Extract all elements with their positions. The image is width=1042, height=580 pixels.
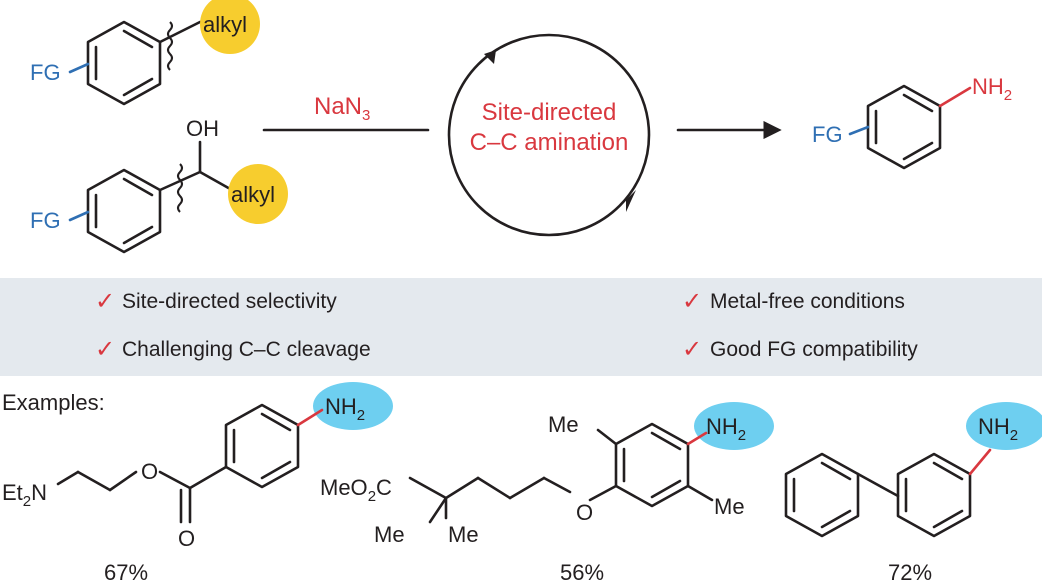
- fg-label: FG: [30, 208, 61, 233]
- feature-text: Site-directed selectivity: [122, 290, 337, 313]
- check-icon: ✓: [682, 336, 702, 363]
- carbonyl-oxygen-label: O: [178, 526, 195, 551]
- substrate-aryl-alkyl: FG alkyl: [30, 0, 260, 106]
- example-3: NH2 72%: [784, 402, 1042, 580]
- feature-fg-compat: ✓ Good FG compatibility: [682, 336, 918, 363]
- feature-site-directed: ✓ Site-directed selectivity: [95, 288, 337, 315]
- methyl-label: Me: [374, 522, 405, 547]
- reagent-label: NaN3: [314, 93, 370, 124]
- feature-cc-cleavage: ✓ Challenging C–C cleavage: [95, 336, 371, 363]
- methyl-label: Me: [714, 494, 745, 519]
- nh2-highlight: [694, 402, 774, 450]
- feature-text: Good FG compatibility: [710, 338, 918, 361]
- yield-label: 67%: [104, 560, 148, 580]
- alkyl-highlight: [228, 164, 288, 224]
- wavy-bond-cleavage: [167, 21, 173, 71]
- features-panel: [0, 278, 1042, 376]
- fg-label: FG: [812, 122, 843, 147]
- check-icon: ✓: [95, 288, 115, 315]
- nh2-highlight: [313, 382, 393, 430]
- cycle-label-line2: C–C amination: [470, 129, 629, 156]
- diethylamino-label: Et2N: [2, 480, 47, 510]
- product-aniline: FG NH2: [812, 74, 1012, 170]
- nh2-label: NH2: [706, 414, 746, 444]
- oh-label: OH: [186, 116, 219, 141]
- methyl-label: Me: [548, 412, 579, 437]
- substrate-benzylic-alcohol: FG OH alkyl: [30, 116, 288, 254]
- methyl-label: Me: [448, 522, 479, 547]
- check-icon: ✓: [95, 336, 115, 363]
- alkyl-highlight: [200, 0, 260, 54]
- cycle-label-line1: Site-directed: [482, 99, 617, 126]
- cycle-arrow-top: [484, 50, 496, 64]
- nh2-highlight: [966, 402, 1042, 450]
- example-1: NH2 O O Et2N 67%: [2, 382, 393, 580]
- nh2-label: NH2: [978, 414, 1018, 444]
- fg-label: FG: [30, 60, 61, 85]
- reaction-cycle: [447, 33, 651, 237]
- example-2: NH2 O Me Me Me Me MeO2C 56%: [320, 402, 774, 580]
- nh2-label: NH2: [972, 74, 1012, 104]
- examples-heading: Examples:: [2, 390, 105, 415]
- cycle-arrow-bottom: [626, 190, 636, 212]
- yield-label: 72%: [888, 560, 932, 580]
- ester-label: MeO2C: [320, 475, 392, 505]
- feature-text: Challenging C–C cleavage: [122, 338, 371, 361]
- yield-label: 56%: [560, 560, 604, 580]
- alkyl-label: alkyl: [203, 12, 247, 37]
- ester-oxygen-label: O: [141, 459, 158, 484]
- alkyl-label: alkyl: [231, 182, 275, 207]
- check-icon: ✓: [682, 288, 702, 315]
- wavy-bond-cleavage: [177, 163, 183, 213]
- ether-oxygen-label: O: [576, 500, 593, 525]
- nh2-label: NH2: [325, 394, 365, 424]
- feature-text: Metal-free conditions: [710, 290, 905, 313]
- feature-metal-free: ✓ Metal-free conditions: [682, 288, 905, 315]
